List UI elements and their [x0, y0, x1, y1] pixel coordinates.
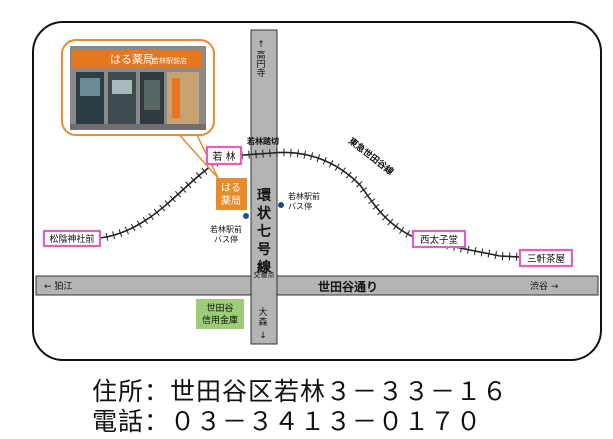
- railway-tie: [310, 152, 314, 161]
- svg-text:高: 高: [256, 49, 265, 61]
- railway-tie: [360, 187, 368, 193]
- railway-tie: [356, 181, 363, 188]
- pharmacy-photo: はる薬局 若林駅前店: [61, 39, 219, 179]
- railway-tie: [382, 214, 389, 221]
- railway-tie: [255, 150, 257, 159]
- railway-tie: [364, 192, 372, 199]
- railway-tie: [296, 149, 299, 158]
- railway-tie: [130, 223, 136, 232]
- railway-tie: [393, 222, 399, 230]
- railway-tie: [153, 208, 160, 216]
- bus-stop-west-icon: [243, 213, 249, 219]
- svg-text:若林駅前: 若林駅前: [210, 224, 242, 234]
- setagaya-shinkin-bank-marker: 世田谷 信用金庫: [196, 299, 244, 329]
- railway-tie: [190, 176, 197, 184]
- west-direction-label: ← 狛江: [44, 280, 72, 292]
- railway-tie: [112, 231, 116, 240]
- ring7-road: [250, 29, 278, 345]
- railway-tie: [185, 181, 192, 189]
- railway-tie: [345, 171, 352, 179]
- railway-tie: [195, 172, 202, 179]
- railway-tie: [262, 149, 264, 158]
- railway-tie: [494, 251, 497, 260]
- phone-text: 電話：０３－３４１３－０１７０: [92, 407, 483, 436]
- setagaya-dori-road: [35, 275, 599, 296]
- railway-tie: [142, 216, 148, 225]
- svg-text:大: 大: [258, 306, 267, 318]
- railway-tie: [351, 176, 358, 183]
- railway-tie: [405, 230, 411, 238]
- railway-tie: [201, 167, 208, 175]
- railway-tie: [290, 148, 292, 157]
- railway-tie: [248, 150, 250, 159]
- railway-tie: [136, 220, 142, 228]
- railway-tie: [322, 156, 327, 165]
- svg-text:三軒茶屋: 三軒茶屋: [527, 253, 565, 265]
- svg-text:薬局: 薬局: [221, 195, 241, 207]
- svg-text:寺: 寺: [256, 68, 265, 79]
- ring7-label: 環状七号線: [257, 188, 272, 276]
- address-text: 住所：世田谷区若林３－３３－１６: [92, 377, 509, 406]
- railway-tie: [269, 149, 271, 158]
- railway-tie: [118, 229, 123, 237]
- railway-tie: [303, 150, 307, 159]
- svg-text:若林: 若林: [257, 261, 271, 270]
- railway-tie: [148, 213, 154, 221]
- svg-text:バス停: バス停: [288, 201, 312, 211]
- east-direction-label: 渋谷 →: [530, 280, 559, 292]
- svg-text:交番点: 交番点: [254, 270, 275, 279]
- svg-text:円: 円: [256, 59, 265, 70]
- svg-text:世田谷: 世田谷: [206, 302, 233, 314]
- railway-tie: [328, 159, 334, 168]
- svg-text:↑: ↑: [257, 40, 265, 50]
- photo-sign-subtext: 若林駅前店: [152, 56, 187, 65]
- north-direction-label: ↑ 高 円 寺: [256, 40, 265, 79]
- pharmacy-marker: はる 薬局: [216, 178, 247, 210]
- svg-text:若林駅前: 若林駅前: [288, 191, 320, 201]
- railway-tie: [334, 163, 340, 171]
- railway-tie: [180, 186, 187, 193]
- railway-tie: [124, 226, 129, 235]
- setagaya-dori-label: 世田谷通り: [318, 279, 378, 294]
- photo-sign-text: はる薬局: [110, 53, 154, 66]
- svg-text:バス停: バス停: [214, 234, 238, 244]
- railway-tie: [164, 200, 171, 207]
- station-wakabayashi: 若 林: [205, 145, 243, 166]
- railway-tie: [316, 154, 321, 163]
- svg-text:信用金庫: 信用金庫: [202, 314, 238, 326]
- wakabayashi-crossing-label: 若林踏切: [246, 136, 279, 146]
- railway-tie: [105, 232, 109, 241]
- railway-tie: [169, 195, 176, 203]
- svg-text:西太子堂: 西太子堂: [420, 234, 458, 246]
- station-nishi-taishido: 西太子堂: [411, 229, 467, 249]
- railway-tie: [377, 209, 384, 216]
- railway-tie: [480, 248, 484, 257]
- bus-stop-west-label: 若林駅前 バス停: [210, 224, 242, 244]
- station-sangenjaya: 三軒茶屋: [518, 248, 574, 268]
- railway-tie: [466, 245, 470, 254]
- railway-tie: [399, 226, 405, 234]
- railway-tie: [387, 218, 394, 226]
- railway-tie: [340, 167, 346, 175]
- railway-tie: [159, 204, 166, 212]
- railway-tie: [487, 249, 491, 258]
- intersection-label: 若林 交番点: [254, 261, 275, 279]
- railway-tie: [174, 190, 182, 198]
- bus-stop-east-label: 若林駅前 バス停: [288, 191, 320, 211]
- svg-text:はる: はる: [221, 182, 241, 194]
- svg-text:若 林: 若 林: [212, 150, 235, 163]
- railway-tie: [372, 203, 380, 210]
- svg-text:森: 森: [258, 316, 267, 328]
- south-direction-label: 大 森 ↓: [258, 306, 267, 341]
- station-shoin-jinja-mae: 松陰神社前: [42, 229, 102, 248]
- railway-tie: [473, 247, 477, 256]
- svg-text:松陰神社前: 松陰神社前: [49, 233, 94, 245]
- railway-tie: [368, 198, 376, 204]
- svg-text:↓: ↓: [259, 331, 267, 341]
- bus-stop-east-icon: [278, 202, 284, 208]
